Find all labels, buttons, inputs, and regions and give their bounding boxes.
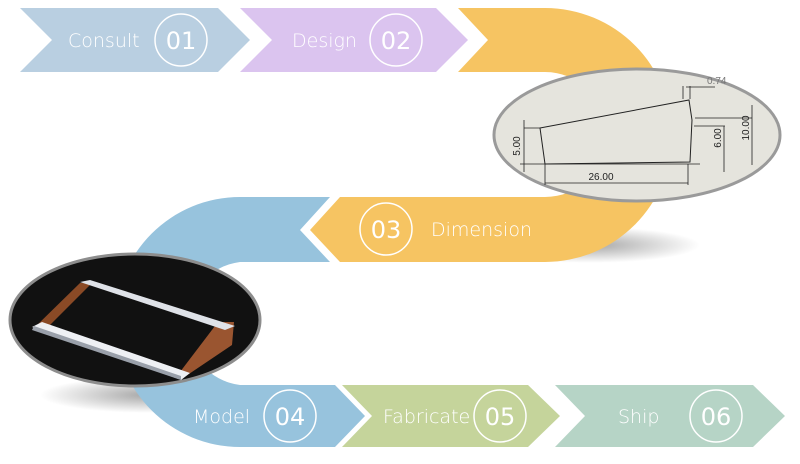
step-label: Ship bbox=[618, 406, 659, 428]
step-number: 05 bbox=[485, 403, 516, 431]
dimension-label: 10.00 bbox=[741, 115, 752, 140]
step-label: Fabricate bbox=[383, 406, 470, 428]
step-number-circle bbox=[473, 389, 527, 443]
dimension-arc bbox=[310, 8, 672, 262]
step-number: 01 bbox=[166, 27, 197, 55]
dimension-label: 26.00 bbox=[588, 172, 613, 183]
design-chevron[interactable] bbox=[240, 8, 468, 72]
dimension-drawing: 26.00 0.74 5.00 6.00 10.00 bbox=[492, 67, 782, 203]
ship-chevron[interactable] bbox=[555, 385, 785, 447]
step-number-circle bbox=[154, 13, 208, 67]
step-number: 04 bbox=[275, 403, 306, 431]
step-label: Consult bbox=[68, 30, 140, 52]
step-number-circle bbox=[359, 202, 413, 256]
step-number-circle bbox=[369, 13, 423, 67]
step-label: Design bbox=[292, 30, 357, 52]
fabricate-chevron[interactable] bbox=[342, 385, 560, 447]
dimension-label: 6.00 bbox=[713, 128, 724, 148]
step-number: 02 bbox=[381, 27, 412, 55]
step-number-circle bbox=[689, 389, 743, 443]
dimension-label: 5.00 bbox=[512, 136, 523, 156]
dimension-label: 0.74 bbox=[707, 76, 727, 87]
model-render bbox=[8, 252, 262, 388]
consult-chevron[interactable] bbox=[20, 8, 250, 72]
step-number: 03 bbox=[371, 216, 402, 244]
step-number: 06 bbox=[701, 403, 732, 431]
step-label: Dimension bbox=[431, 219, 532, 241]
step-label: Model bbox=[193, 406, 250, 428]
step-number-circle bbox=[263, 389, 317, 443]
